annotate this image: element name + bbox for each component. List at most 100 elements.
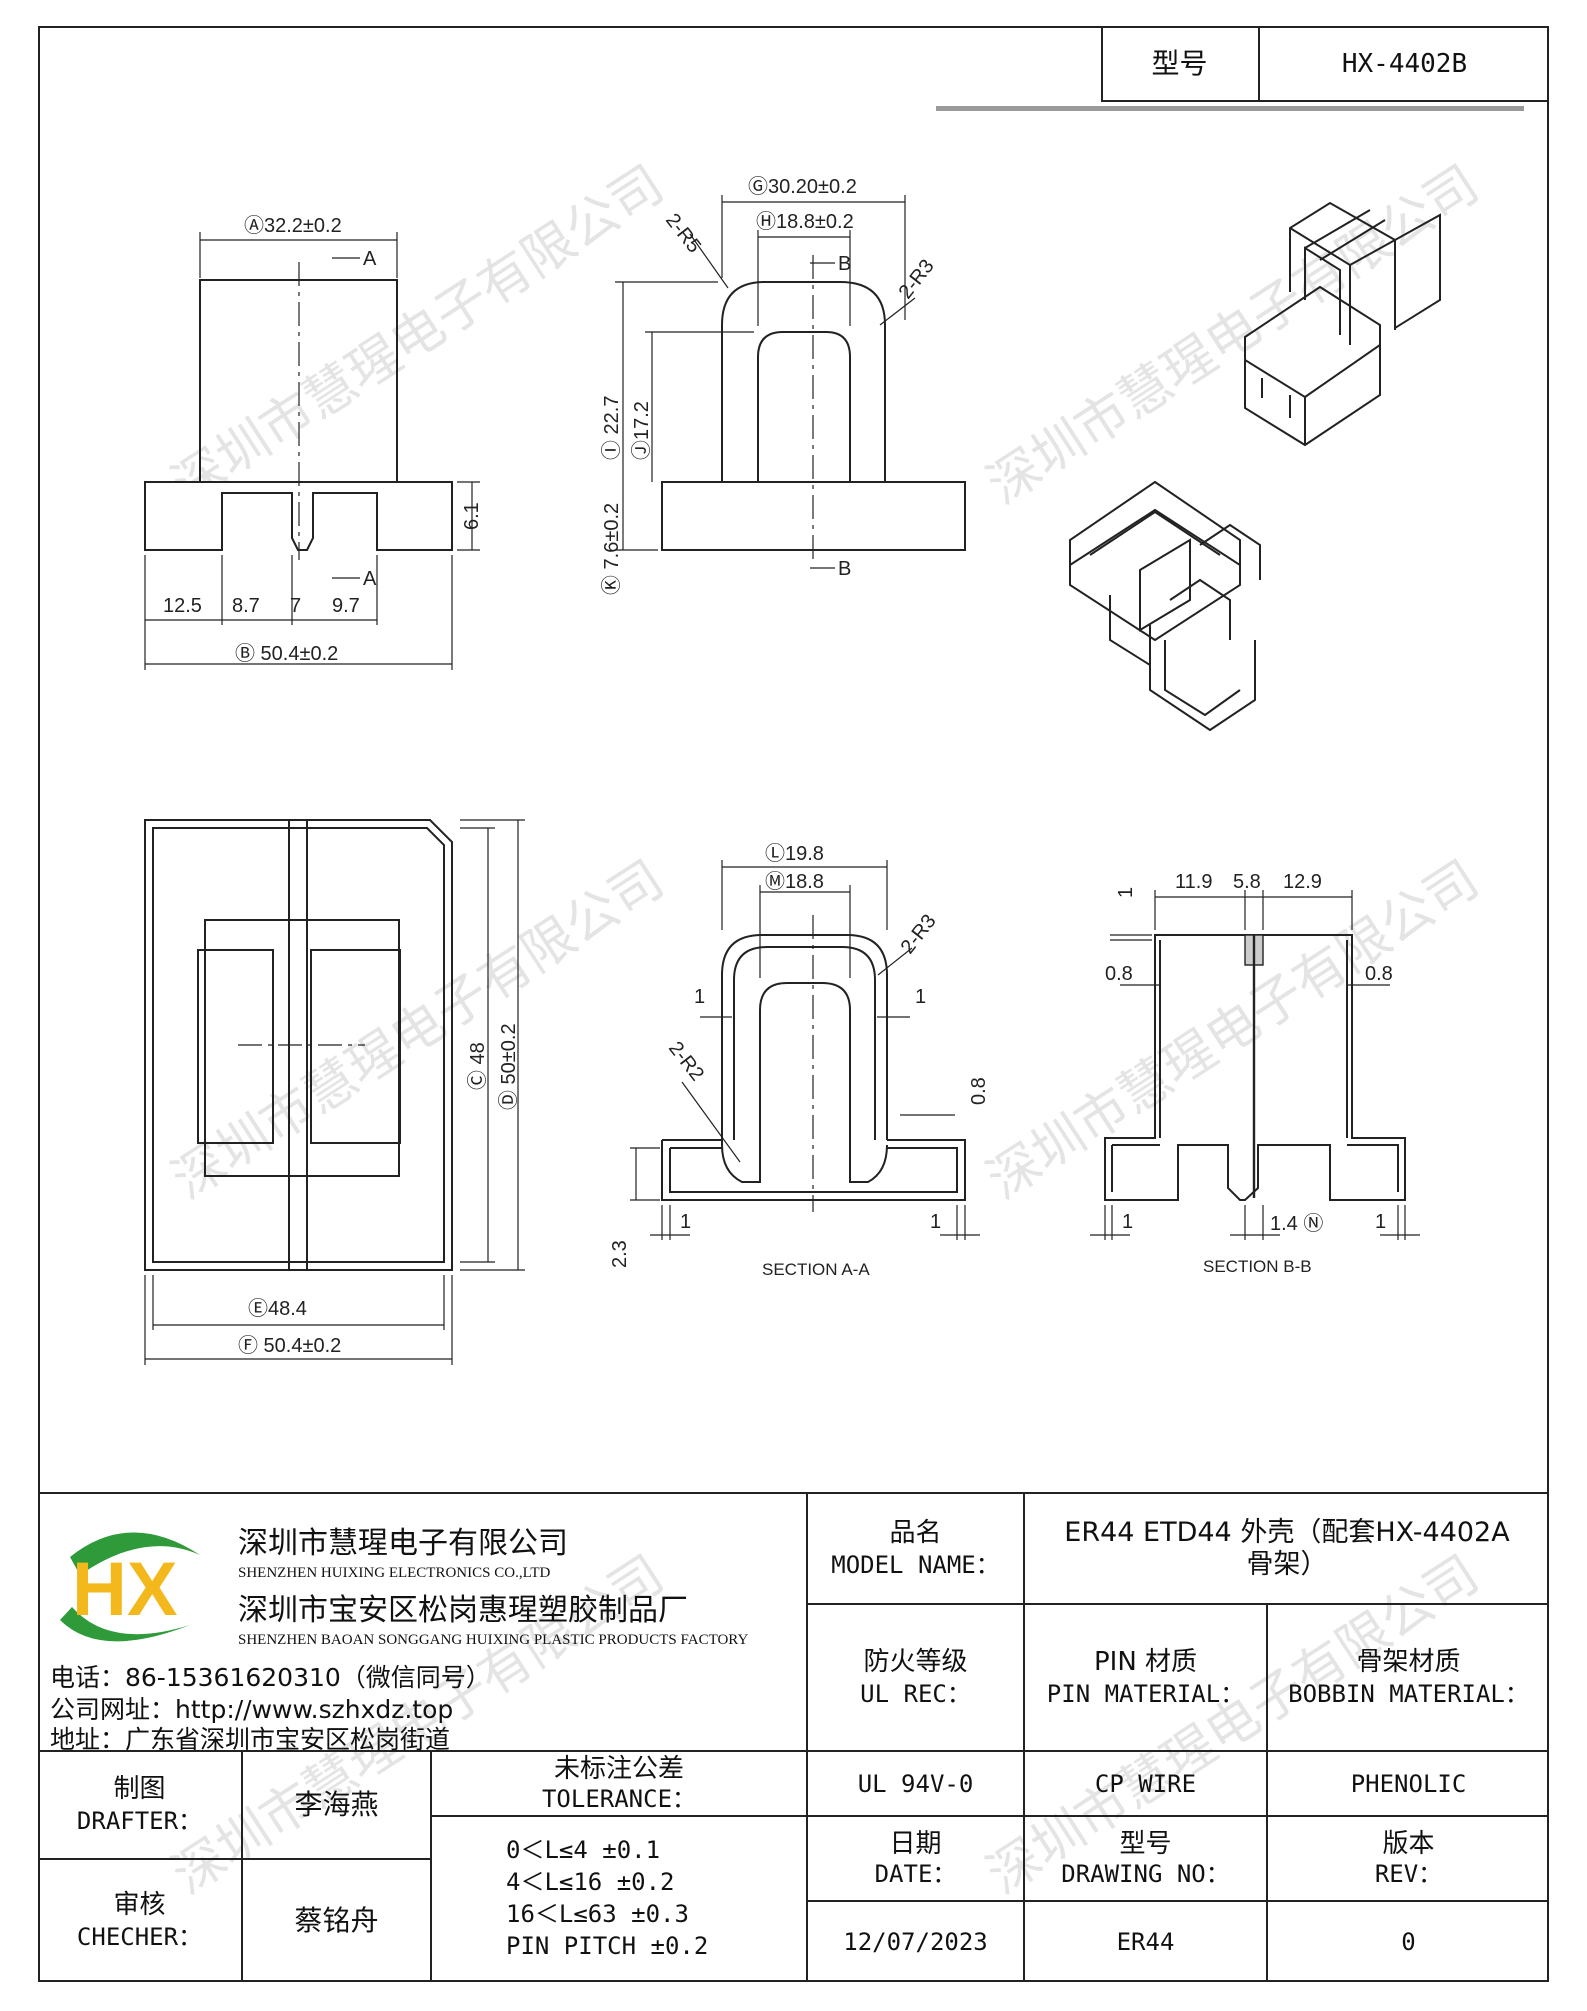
dim-bot-left-a: 1 — [680, 1211, 691, 1233]
drafter-label: 制图 DRAFTER： — [38, 1752, 241, 1858]
date-value: 12/07/2023 — [843, 1928, 988, 1956]
tolerance-row: PIN PITCH ±0.2 — [506, 1932, 709, 1960]
drawing-no-value: ER44 — [1116, 1928, 1175, 1956]
contact-phone: 电话：86-15361620310（微信同号） — [50, 1663, 491, 1692]
dim-top-one: 1 — [1115, 887, 1137, 898]
tolerance-row: 16＜L≤63 ±0.3 — [506, 1900, 689, 1928]
tolerance-label-cn: 未标注公差 — [553, 1753, 684, 1784]
date-label-cn: 日期 — [889, 1828, 942, 1859]
dim-one-right: 1 — [915, 986, 926, 1008]
dim-8-7: 8.7 — [232, 595, 260, 617]
dim-2-3: 2.3 — [609, 1240, 631, 1268]
dim-bot-right-a: 1 — [930, 1211, 941, 1233]
logo-text: HX — [72, 1547, 178, 1632]
dim-j: Ⓙ17.2 — [630, 401, 653, 460]
pin-material-value: CP WIRE — [1094, 1769, 1197, 1798]
dim-i: Ⓘ 22.7 — [600, 396, 623, 460]
ul-rec-label-cn: 防火等级 — [863, 1646, 968, 1677]
model-name-label: 品名 MODEL NAME： — [808, 1494, 1023, 1603]
date-label: 日期 DATE： — [808, 1817, 1023, 1900]
dim-k: Ⓚ 7.6±0.2 — [600, 503, 623, 595]
dim-e: Ⓔ48.4 — [248, 1297, 307, 1320]
company-logo: HX — [50, 1515, 220, 1655]
dim-0-8-a: 0.8 — [968, 1077, 990, 1105]
company-name-cn: 深圳市慧瑆电子有限公司 — [238, 1526, 568, 1561]
pin-material-label: PIN 材质 PIN MATERIAL： — [1025, 1605, 1266, 1750]
checker-label-en: CHECHER： — [76, 1923, 203, 1951]
drafter-label-en: DRAFTER： — [76, 1807, 203, 1835]
cut-b-top: B — [838, 253, 851, 275]
model-name-label-cn: 品名 — [889, 1517, 942, 1548]
dim-12-9: 12.9 — [1283, 871, 1322, 893]
dim-bot-right-b: 1 — [1375, 1211, 1386, 1233]
dim-l: Ⓛ19.8 — [765, 842, 824, 865]
bobbin-material-label-cn: 骨架材质 — [1356, 1646, 1461, 1677]
dim-d: Ⓓ 50±0.2 — [497, 1023, 520, 1110]
radius-r5: 2-R5 — [661, 210, 705, 258]
caption-section-b: SECTION B-B — [1203, 1257, 1312, 1276]
drawing-sheet — [38, 26, 1549, 1982]
checker-label: 审核 CHECHER： — [38, 1860, 241, 1982]
cut-a-top: A — [363, 248, 377, 270]
drawing-no-label-cn: 型号 — [1119, 1828, 1172, 1859]
dim-a: Ⓐ32.2±0.2 — [244, 214, 342, 237]
rev-label-cn: 版本 — [1382, 1828, 1435, 1859]
dim-9-7: 9.7 — [332, 595, 360, 617]
dim-bot-mid-b: 1.4 Ⓝ — [1270, 1212, 1323, 1235]
drawing-no-label-en: DRAWING NO： — [1061, 1859, 1230, 1888]
ul-rec-value: UL 94V-0 — [857, 1769, 974, 1798]
technical-drawing: Ⓐ32.2±0.2 A A 12.5 8.7 7 9.7 Ⓑ 50.4±0.2 … — [144, 175, 1441, 1365]
front-view — [144, 232, 480, 670]
ul-rec-label-en: UL REC： — [860, 1679, 971, 1708]
section-b-view — [1090, 890, 1420, 1240]
plan-view — [144, 819, 525, 1365]
rev-label: 版本 REV： — [1268, 1817, 1549, 1900]
model-name-value-line1: ER44 ETD44 外壳（配套HX-4402A — [1064, 1516, 1510, 1548]
dim-11-9: 11.9 — [1175, 871, 1212, 893]
drafter-label-cn: 制图 — [113, 1774, 166, 1804]
rev-value: 0 — [1401, 1928, 1416, 1956]
company-name-en: SHENZHEN HUIXING ELECTRONICS CO.,LTD — [238, 1565, 551, 1581]
section-a-view — [630, 860, 980, 1240]
radius-r2-a: 2-R2 — [664, 1038, 708, 1086]
dim-7: 7 — [290, 595, 301, 617]
header-divider — [1258, 26, 1260, 102]
isometric-renders — [1069, 201, 1441, 732]
dim-0-8-right: 0.8 — [1365, 963, 1393, 985]
radius-r3: 2-R3 — [895, 255, 939, 303]
pin-material-label-cn: PIN 材质 — [1093, 1646, 1198, 1677]
dim-h: Ⓗ18.8±0.2 — [756, 210, 854, 233]
date-label-en: DATE： — [874, 1859, 957, 1888]
checker-name: 蔡铭舟 — [294, 1904, 379, 1937]
header-model-value: HX-4402B — [1341, 49, 1468, 79]
bobbin-material-value: PHENOLIC — [1350, 1769, 1467, 1798]
drafter-name: 李海燕 — [294, 1788, 379, 1821]
ul-rec-label: 防火等级 UL REC： — [808, 1605, 1023, 1750]
cut-a-bottom: A — [363, 568, 377, 590]
header-model-box — [1101, 26, 1549, 102]
bobbin-material-label: 骨架材质 BOBBIN MATERIAL： — [1268, 1605, 1549, 1750]
drawing-no-label: 型号 DRAWING NO： — [1025, 1817, 1266, 1900]
dim-bot-left-b: 1 — [1122, 1211, 1133, 1233]
rev-label-en: REV： — [1374, 1859, 1443, 1888]
tolerance-label: 未标注公差 TOLERANCE： — [432, 1752, 806, 1815]
tolerance-row: 4＜L≤16 ±0.2 — [506, 1868, 675, 1896]
dim-b: Ⓑ 50.4±0.2 — [235, 642, 338, 665]
model-name-label-en: MODEL NAME： — [831, 1550, 1000, 1579]
dim-5-8: 5.8 — [1233, 871, 1261, 893]
dim-one-left: 1 — [694, 986, 705, 1008]
dim-m: Ⓜ18.8 — [765, 870, 824, 893]
side-view — [615, 195, 966, 569]
contact-website[interactable]: 公司网址：http://www.szhxdz.top — [50, 1695, 454, 1724]
header-underline — [936, 106, 1524, 111]
radius-r3-a: 2-R3 — [897, 910, 941, 958]
dim-6-1: 6.1 — [461, 502, 483, 530]
factory-name-cn: 深圳市宝安区松岗惠瑆塑胶制品厂 — [238, 1593, 688, 1628]
dim-c: Ⓒ 48 — [466, 1042, 489, 1090]
tolerance-row: 0＜L≤4 ±0.1 — [506, 1836, 661, 1864]
contact-address: 地址：广东省深圳市宝安区松岗街道 — [50, 1725, 451, 1754]
bobbin-material-label-en: BOBBIN MATERIAL： — [1288, 1679, 1529, 1708]
model-name-value-line2: 骨架） — [1246, 1548, 1328, 1580]
model-name-value: ER44 ETD44 外壳（配套HX-4402A 骨架） — [1025, 1494, 1549, 1603]
factory-name-en: SHENZHEN BAOAN SONGGANG HUIXING PLASTIC … — [238, 1632, 749, 1648]
